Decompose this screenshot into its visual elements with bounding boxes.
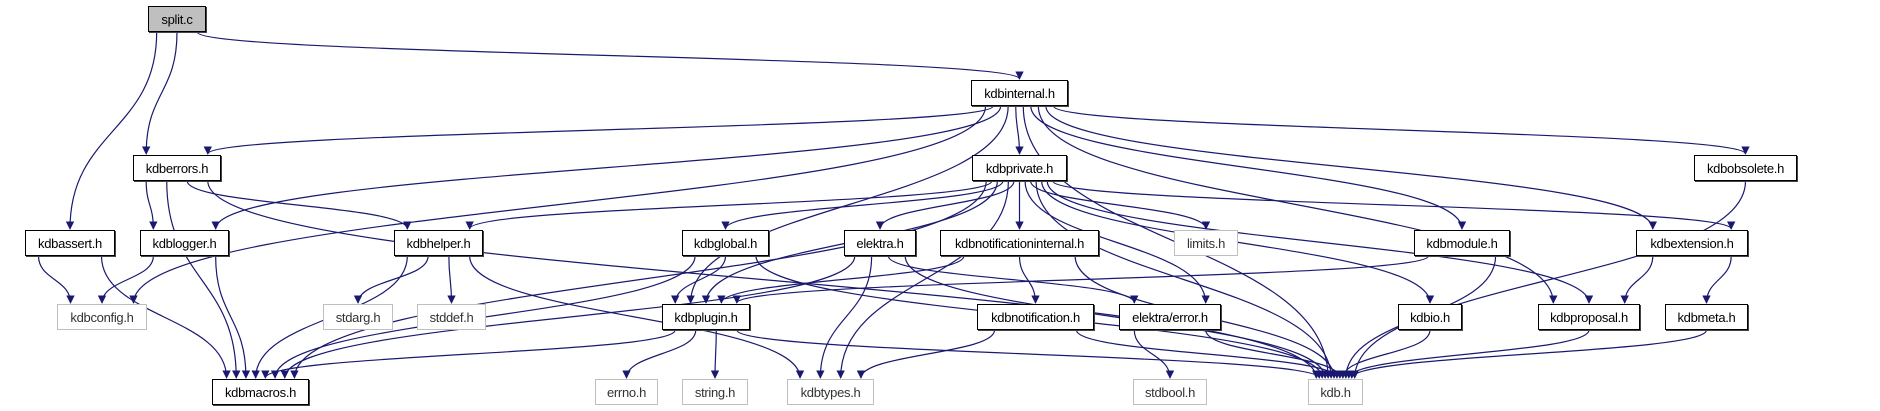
edge-kdbprivate-to-kdbproposal [1046, 180, 1594, 304]
edge-kdbmeta-to-kdb [1347, 329, 1708, 379]
edge-kdbobsolete-to-kdb [1350, 180, 1747, 379]
edge-kdbprivate-to-kdb [1035, 180, 1336, 379]
node-kdberrors[interactable]: kdberrors.h [133, 155, 221, 181]
node-kdbnotificationinternal[interactable]: kdbnotificationinternal.h [940, 230, 1099, 256]
node-kdblogger[interactable]: kdblogger.h [140, 230, 229, 256]
edge-kdbhelper-to-stdarg [353, 255, 429, 304]
node-kdbobsolete[interactable]: kdbobsolete.h [1694, 155, 1797, 181]
node-elektra-error[interactable]: elektra/error.h [1119, 304, 1221, 330]
edge-split-c-to-kdberrors [142, 31, 178, 155]
node-limits[interactable]: limits.h [1174, 230, 1238, 256]
node-stddef[interactable]: stddef.h [417, 304, 486, 330]
edge-kdbprivate-to-kdbhelper [465, 180, 993, 230]
node-stdarg[interactable]: stdarg.h [323, 304, 393, 330]
edge-split-c-to-kdbinternal [196, 31, 1024, 80]
edge-kdbextension-to-kdbmeta [1702, 255, 1732, 304]
edge-kdbinternal-to-kdbplugin [686, 105, 1009, 304]
edge-kdbinternal-to-kdbobsolete [1052, 105, 1750, 155]
node-kdbhelper[interactable]: kdbhelper.h [394, 230, 483, 256]
node-kdbassert[interactable]: kdbassert.h [25, 230, 115, 256]
edge-kdberrors-to-kdblogger [145, 180, 158, 230]
edge-kdbinternal-to-kdberrors [203, 105, 994, 155]
node-kdbmacros[interactable]: kdbmacros.h [212, 379, 309, 405]
edge-kdbprivate-to-kdbtypes [836, 180, 1010, 379]
node-kdbnotification[interactable]: kdbnotification.h [977, 304, 1094, 330]
edge-kdberrors-to-kdbhelper [186, 180, 412, 230]
node-kdbmodule[interactable]: kdbmodule.h [1414, 230, 1510, 256]
edge-kdbmodule-to-kdbplugin [732, 255, 1429, 304]
edge-kdbhelper-to-stddef [447, 255, 456, 304]
node-stdbool[interactable]: stdbool.h [1133, 379, 1207, 405]
edge-kdbprivate-to-kdbextension [1052, 180, 1736, 230]
edge-kdbassert-to-kdbconfig [37, 255, 75, 304]
edge-kdbnotificationinternal-to-kdbplugin [717, 255, 965, 304]
node-kdbconfig[interactable]: kdbconfig.h [57, 304, 147, 330]
edge-kdbextension-to-kdbproposal [1620, 255, 1654, 304]
edge-kdbassert-to-kdbmacros [100, 255, 231, 379]
edge-kdblogger-to-kdbconfig [97, 255, 154, 304]
node-elektra[interactable]: elektra.h [844, 230, 916, 256]
node-kdbmeta[interactable]: kdbmeta.h [1665, 304, 1748, 330]
edge-kdbnotificationinternal-to-kdbnotification [1018, 255, 1040, 304]
edge-elektra-to-kdb [904, 255, 1330, 379]
edge-kdbplugin-to-kdb [736, 329, 1324, 379]
edge-elektra-error-to-kdb [1205, 329, 1345, 379]
node-kdbplugin[interactable]: kdbplugin.h [662, 304, 750, 330]
node-split-c[interactable]: split.c [148, 6, 206, 32]
node-kdbtypes[interactable]: kdbtypes.h [787, 379, 874, 405]
edge-kdbprivate-to-elektra-error [1024, 180, 1210, 304]
edge-kdbprivate-to-kdbmacros [290, 180, 987, 379]
edge-kdbplugin-to-kdbmacros [261, 329, 676, 379]
edge-kdbplugin-to-string [710, 329, 720, 379]
edge-kdblogger-to-kdbmacros [215, 255, 251, 379]
node-kdbinternal[interactable]: kdbinternal.h [971, 80, 1068, 106]
edge-kdbinternal-to-kdblogger [211, 105, 1002, 230]
node-kdb[interactable]: kdb.h [1308, 379, 1363, 405]
edge-elektra-to-kdbtypes [816, 255, 873, 379]
edge-elektra-error-to-stdbool [1133, 329, 1175, 379]
edge-kdbhelper-to-kdbtypes [469, 255, 805, 379]
edge-kdbplugin-to-errno [622, 329, 697, 379]
edge-kdberrors-to-kdbmacros [166, 180, 241, 379]
edge-split-c-to-kdbassert [65, 31, 158, 230]
node-kdbglobal[interactable]: kdbglobal.h [682, 230, 769, 256]
edge-kdbprivate-to-kdbglobal [721, 180, 1004, 230]
node-kdbextension[interactable]: kdbextension.h [1636, 230, 1748, 256]
node-errno[interactable]: errno.h [595, 379, 658, 405]
node-kdbproposal[interactable]: kdbproposal.h [1538, 304, 1640, 330]
edge-kdbinternal-to-kdbproposal [1037, 105, 1558, 304]
edge-kdbnotification-to-kdb [1075, 329, 1342, 379]
edge-kdbnotification-to-kdbtypes [856, 329, 996, 379]
node-kdbio[interactable]: kdbio.h [1398, 304, 1462, 330]
node-string[interactable]: string.h [682, 379, 748, 405]
edge-kdbglobal-to-kdbplugin [671, 255, 727, 304]
edge-kdbinternal-to-kdbconfig [129, 105, 987, 304]
edge-elektra-to-kdbmacros [280, 255, 856, 379]
edge-kdbproposal-to-kdb [1344, 329, 1590, 379]
node-kdbprivate[interactable]: kdbprivate.h [972, 155, 1067, 181]
edge-kdbinternal-to-kdbprivate [1015, 105, 1024, 155]
edge-kdbinternal-to-kdbextension [1045, 105, 1657, 230]
edge-kdbprivate-to-limits [1029, 180, 1211, 230]
